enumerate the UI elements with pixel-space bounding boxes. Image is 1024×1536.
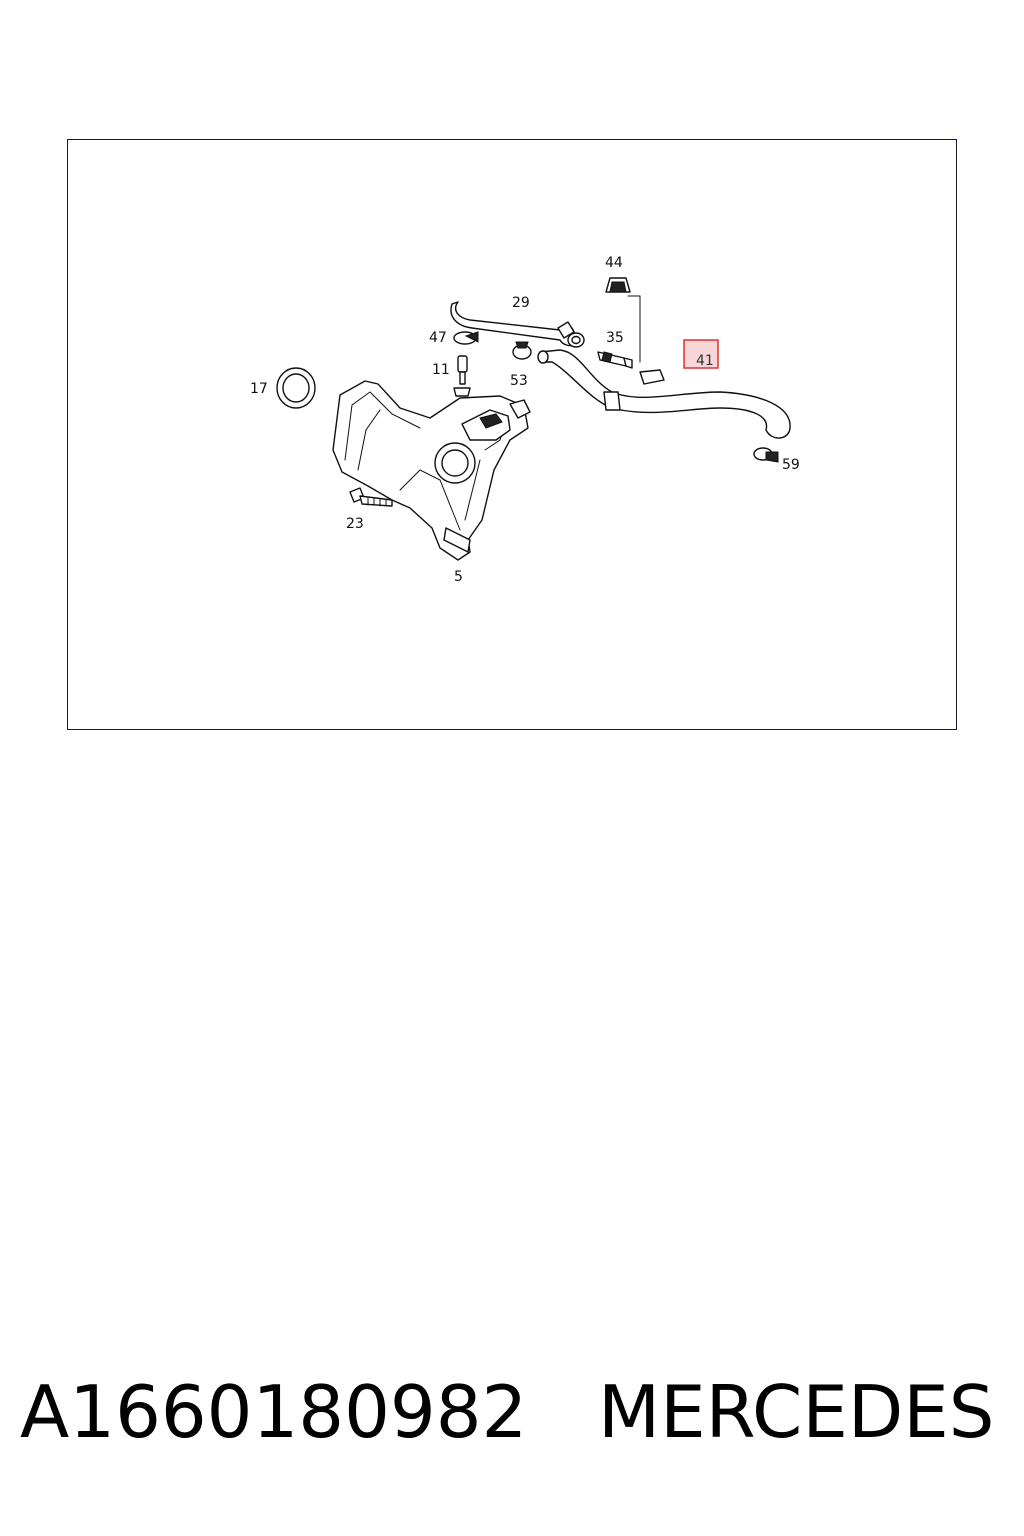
callout-53[interactable]: 53 — [510, 373, 528, 389]
callout-44[interactable]: 44 — [605, 255, 623, 271]
callout-5[interactable]: 5 — [454, 569, 463, 585]
part-number: A1660180982 — [20, 1370, 528, 1454]
callout-11[interactable]: 11 — [432, 362, 450, 378]
part-23-bolt[interactable] — [349, 487, 393, 507]
callout-59[interactable]: 59 — [782, 457, 800, 473]
callout-41[interactable]: 41 — [696, 353, 714, 369]
part-29-hose[interactable] — [450, 301, 585, 348]
part-47-clamp[interactable] — [453, 331, 479, 345]
part-59-clamp[interactable] — [753, 447, 779, 463]
part-5-front-cover[interactable] — [332, 380, 531, 561]
callout-41-highlight[interactable]: 41 — [683, 339, 719, 369]
part-35-sensor[interactable] — [597, 351, 633, 369]
callout-29[interactable]: 29 — [512, 295, 530, 311]
callout-23[interactable]: 23 — [346, 516, 364, 532]
footer: A1660180982 MERCEDES — [0, 1370, 1024, 1470]
brand-name: MERCEDES — [598, 1370, 995, 1454]
callout-35[interactable]: 35 — [606, 330, 624, 346]
part-17-seal-ring[interactable] — [276, 367, 316, 409]
part-53-clamp[interactable] — [512, 341, 532, 360]
part-44-cap[interactable] — [605, 277, 641, 363]
part-41-hose[interactable] — [537, 349, 791, 439]
part-11-fitting[interactable] — [453, 355, 471, 397]
callout-47[interactable]: 47 — [429, 330, 447, 346]
callout-17[interactable]: 17 — [250, 381, 268, 397]
